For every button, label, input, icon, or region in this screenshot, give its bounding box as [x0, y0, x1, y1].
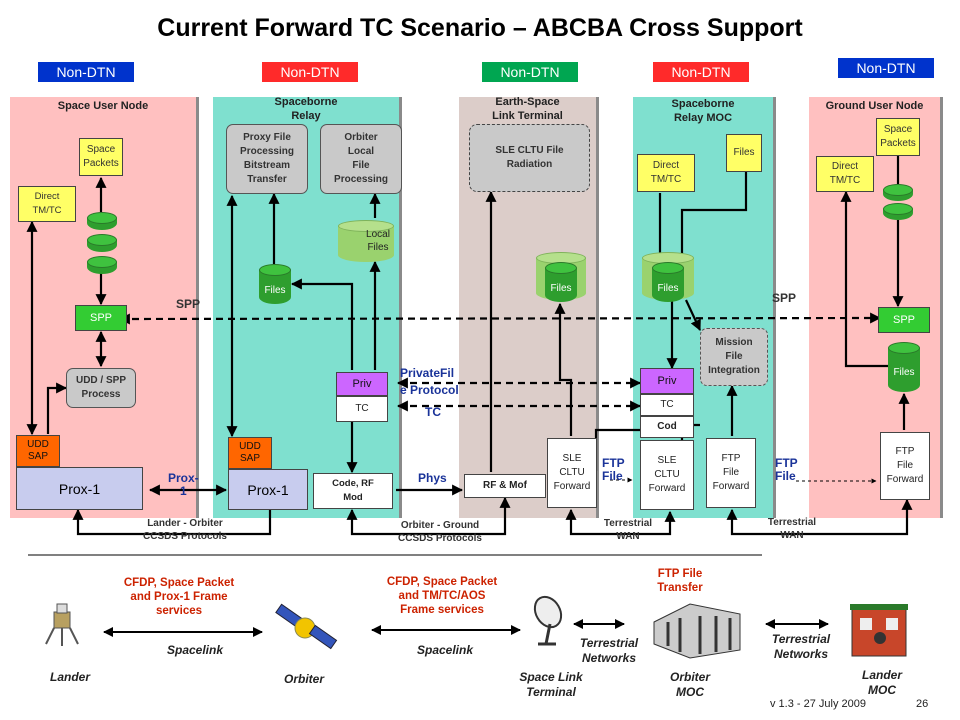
tc-link-label: TC: [425, 405, 441, 419]
prox1-link-label: Prox-1: [168, 471, 199, 498]
spacelink-label-1: Spacelink: [166, 643, 224, 657]
local-files-cylinder: [338, 220, 394, 262]
version-label: v 1.3 - 27 July 2009: [770, 698, 867, 710]
lander-moc-icon: [850, 604, 908, 657]
priv-box-relay: Priv: [336, 372, 388, 396]
spacelink-label-2: Spacelink: [416, 643, 474, 657]
queue-cylinder-left-2: [87, 234, 117, 252]
orbiter-label: Orbiter: [283, 672, 324, 686]
space-link-terminal-icon: [533, 595, 563, 646]
spp-label-left: SPP: [176, 297, 201, 311]
queue-cylinder-right-2: [883, 203, 913, 220]
files-box-moc-top: Files: [726, 134, 762, 172]
tc-box-moc: TC: [640, 394, 694, 416]
spp-box-left: SPP: [75, 305, 127, 331]
lander-icon: [45, 603, 79, 646]
files-cylinder-moc: Files: [652, 262, 684, 302]
non-dtn-tag-relay-moc: Non-DTN: [653, 62, 749, 82]
non-dtn-tag-relay: Non-DTN: [262, 62, 358, 82]
rf-mof-box: RF & Mof: [464, 474, 546, 498]
panel-title-ground-user: Ground User Node: [825, 100, 924, 112]
panel-title-space-user: Space User Node: [57, 100, 149, 112]
orbiter-icon: [275, 603, 338, 650]
cod-box-moc: Cod: [640, 416, 694, 438]
prox1-box-relay: Prox-1: [228, 469, 308, 510]
queue-cylinder-right-1: [883, 184, 913, 201]
phys-link-label: Phys: [418, 471, 447, 485]
tc-box-relay: TC: [336, 396, 388, 422]
files-cylinder-es: Files: [545, 262, 577, 302]
files-cylinder-relay: Files: [259, 264, 291, 304]
spp-box-right: SPP: [878, 307, 930, 333]
page-title: Current Forward TC Scenario – ABCBA Cros…: [157, 14, 803, 42]
prox1-box-left: Prox-1: [16, 467, 143, 510]
non-dtn-tag-space-user: Non-DTN: [38, 62, 134, 82]
lander-label: Lander: [49, 670, 90, 684]
queue-cylinder-left-3: [87, 256, 117, 274]
orbiter-moc-icon: [653, 603, 741, 659]
non-dtn-tag-ground-user: Non-DTN: [838, 58, 934, 78]
queue-cylinder-left-1: [87, 212, 117, 230]
priv-box-moc: Priv: [640, 368, 694, 394]
page-number: 26: [916, 698, 929, 710]
files-cylinder-right: Files: [888, 342, 920, 392]
non-dtn-tag-earth-space: Non-DTN: [482, 62, 578, 82]
spp-label-right: SPP: [772, 291, 797, 305]
